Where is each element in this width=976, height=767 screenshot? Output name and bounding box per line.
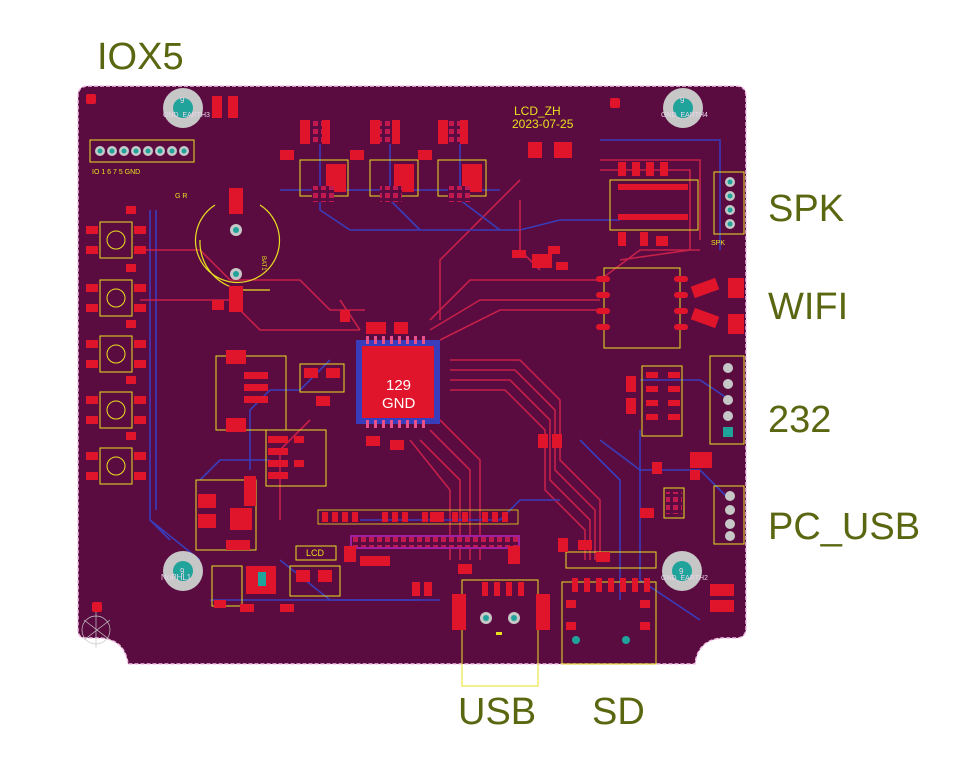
project-name: LCD_ZH (514, 104, 561, 118)
rs232-transceiver (626, 355, 745, 468)
label-wifi: WIFI (768, 286, 849, 328)
misc-passives (344, 246, 700, 596)
lcd-fpc-connector (317, 509, 520, 549)
mounting-hole-bottom-right (662, 551, 702, 591)
switch-5 (86, 447, 146, 485)
hole-num-br: 9 (679, 567, 684, 576)
sd-card-slot (561, 551, 657, 665)
hole-num-tl: 9 (180, 96, 185, 105)
hole-label-br: GND_EARTH2 (661, 575, 708, 582)
hole-label-bl: NoPHL1 (161, 573, 192, 582)
corner-vias (86, 94, 620, 612)
label-iox5: IOX5 (97, 36, 184, 78)
label-spk: SPK (768, 188, 845, 230)
project-date: 2023-07-25 (512, 117, 574, 131)
lcd-label: LCD (306, 548, 325, 558)
io-header: IO 1 6 7 5 GND G R (89, 139, 195, 200)
pc-usb-bridge (640, 485, 745, 612)
io-header-label: IO 1 6 7 5 GND (92, 169, 140, 176)
regulator-1 (280, 120, 349, 202)
regulator-2 (350, 120, 419, 202)
mounting-holes: GND_EARTH3 GND_EARTH4 NoPHL1 GND_EARTH2 … (161, 88, 708, 591)
power-connector (215, 350, 287, 432)
battery-label: BAT1 (260, 256, 266, 271)
label-usb: USB (458, 691, 537, 733)
regulators-top (212, 96, 487, 202)
spk-silk-label: SPK (711, 240, 725, 247)
hole-num-tr: 9 (680, 96, 685, 105)
mounting-hole-bottom-left (163, 551, 203, 591)
hole-num-bl: 9 (180, 567, 185, 576)
power-section-bottom-left: LCD (195, 476, 341, 612)
gr-label: G R (175, 193, 187, 200)
label-pc-usb: PC_USB (768, 506, 921, 548)
resistor-array (265, 429, 327, 487)
tactile-switches (86, 206, 146, 485)
regulator-3 (418, 120, 487, 202)
usb-connector (452, 579, 550, 687)
drill-mark (81, 612, 111, 648)
hole-label-tr: GND_EARTH4 (661, 112, 708, 119)
mcu-text-gnd: GND (382, 395, 416, 412)
switch-1 (86, 221, 146, 259)
project-silkscreen: LCD_ZH 2023-07-25 (512, 104, 574, 158)
mounting-hole-top-left (163, 88, 203, 128)
label-sd: SD (592, 691, 645, 733)
main-mcu: 129 GND (299, 310, 440, 450)
switch-3 (86, 335, 146, 373)
label-232: 232 (768, 399, 832, 441)
wifi-module (596, 267, 744, 349)
battery-holder: BAT1 (194, 188, 281, 312)
speaker-amp: SPK (609, 162, 745, 247)
mcu-text-129: 129 (386, 377, 411, 394)
hole-label-tl: GND_EARTH3 (163, 112, 210, 119)
switch-2 (86, 279, 146, 317)
mounting-hole-top-right (663, 88, 703, 128)
switch-4 (86, 391, 146, 429)
